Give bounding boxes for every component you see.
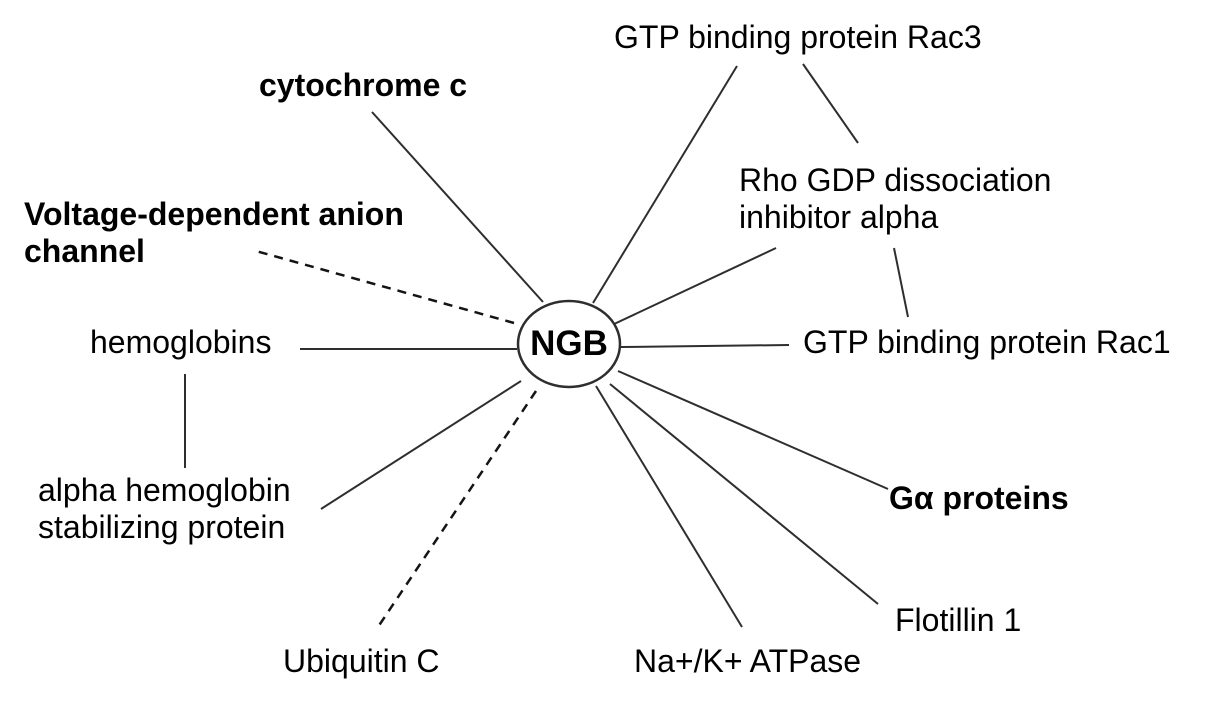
edge-ngb--gtp-binding-protein-rac1 [620, 344, 790, 348]
edge-ngb--cytochrome-c [371, 111, 544, 303]
node-ubiquitin-c: Ubiquitin C [283, 643, 440, 680]
center-node-ngb: NGB [530, 324, 608, 363]
node-g-alpha-proteins: Gα proteins [889, 480, 1069, 517]
edge-ngb--flotillin-1 [609, 383, 879, 605]
edge-ngb--na-k-atpase [595, 385, 743, 628]
edge-ngb--voltage-dependent-anion-channel [255, 249, 515, 325]
edge-rho-gdp-dissociation-inhibitor-alpha--gtp-binding-protein-rac1 [893, 247, 909, 318]
edge-ngb--rho-gdp-dissociation-inhibitor-alpha [611, 247, 777, 326]
edge-ngb--ubiquitin-c [374, 390, 538, 631]
node-label-line: alpha hemoglobin [38, 472, 291, 508]
node-label-line: Gα proteins [889, 480, 1069, 516]
node-label-line: hemoglobins [90, 324, 272, 360]
node-label-line: GTP binding protein Rac3 [614, 19, 982, 55]
node-rho-gdp-dissociation-inhibitor-alpha: Rho GDP dissociation inhibitor alpha [739, 162, 1051, 236]
node-label-line: Rho GDP dissociation [739, 162, 1052, 198]
node-flotillin-1: Flotillin 1 [895, 602, 1021, 639]
ngb-circle [516, 299, 622, 389]
edge-gtp-binding-protein-rac3--rho-gdp-dissociation-inhibitor-alpha [802, 63, 859, 144]
node-cytochrome-c: cytochrome c [259, 67, 467, 104]
node-gtp-binding-protein-rac1: GTP binding protein Rac1 [803, 324, 1171, 361]
node-label-line: stabilizing protein [38, 509, 286, 545]
node-hemoglobins: hemoglobins [90, 324, 271, 361]
node-label-line: GTP binding protein Rac1 [803, 324, 1171, 360]
node-label-line: Flotillin 1 [895, 602, 1022, 638]
node-voltage-dependent-anion-channel: Voltage-dependent anion channel [24, 196, 404, 270]
node-alpha-hemoglobin-stabilizing-protein: alpha hemoglobin stabilizing protein [38, 472, 291, 546]
node-label-line: cytochrome c [259, 67, 468, 103]
edge-ngb--alpha-hemoglobin-stabilizing-protein [320, 380, 522, 510]
edge-ngb--gtp-binding-protein-rac3 [592, 65, 738, 304]
node-label-line: Voltage-dependent anion [24, 196, 404, 232]
node-gtp-binding-protein-rac3: GTP binding protein Rac3 [614, 19, 982, 56]
node-label-line: channel [24, 233, 145, 269]
node-na-k-atpase: Na+/K+ ATPase [634, 643, 861, 680]
edge-ngb--g-alpha-proteins [617, 370, 889, 490]
node-label-line: Na+/K+ ATPase [634, 643, 862, 679]
edge-layer [184, 63, 909, 631]
node-label-line: inhibitor alpha [739, 199, 939, 235]
node-label-line: Ubiquitin C [283, 643, 440, 679]
